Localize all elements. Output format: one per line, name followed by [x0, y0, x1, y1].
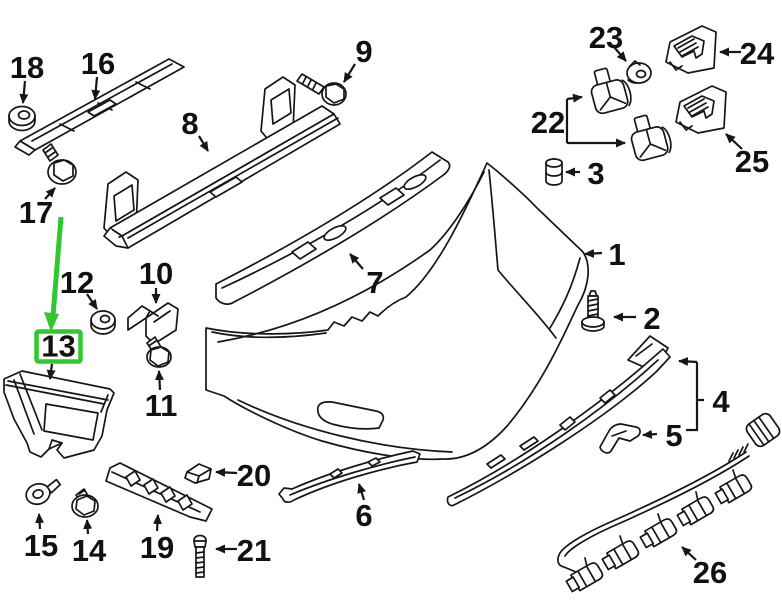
part-sensor-bracket-24: [665, 25, 717, 74]
part-bracket-10: [127, 302, 179, 345]
svg-text:3: 3: [587, 156, 604, 191]
svg-text:6: 6: [355, 498, 372, 533]
svg-text:15: 15: [24, 528, 58, 563]
svg-text:16: 16: [81, 46, 115, 81]
part-park-sensor-b: [630, 114, 672, 162]
callout-3[interactable]: 3: [565, 156, 605, 191]
svg-text:19: 19: [140, 530, 174, 565]
part-bumper-cover: [205, 162, 589, 461]
part-wiring-harness: [557, 412, 781, 593]
callout-22[interactable]: 22: [531, 93, 626, 148]
callout-21[interactable]: 21: [215, 533, 271, 568]
svg-text:14: 14: [72, 533, 107, 568]
callout-10[interactable]: 10: [139, 256, 173, 304]
part-nut-18: [8, 105, 36, 132]
svg-text:21: 21: [237, 533, 271, 568]
part-lower-valance-4: [446, 335, 671, 507]
callout-15[interactable]: 15: [24, 513, 58, 563]
svg-text:1: 1: [608, 237, 625, 272]
part-grommet-23: [626, 60, 652, 84]
part-impact-rail: [14, 58, 185, 156]
part-spacer-3: [545, 158, 563, 186]
svg-text:20: 20: [237, 458, 271, 493]
part-bumper-reinforcement: [103, 76, 341, 249]
callout-23[interactable]: 23: [589, 20, 627, 62]
callout-9[interactable]: 9: [343, 34, 373, 83]
callout-7[interactable]: 7: [349, 253, 384, 300]
callout-8[interactable]: 8: [181, 106, 209, 152]
callout-1[interactable]: 1: [584, 237, 626, 272]
svg-text:26: 26: [693, 555, 727, 590]
part-screw-2: [581, 290, 605, 332]
svg-text:9: 9: [355, 34, 372, 69]
part-bolt-21: [193, 534, 207, 578]
svg-text:2: 2: [643, 301, 660, 336]
svg-text:24: 24: [740, 36, 775, 71]
part-screw-11: [146, 336, 172, 368]
svg-text:7: 7: [366, 265, 383, 300]
part-lower-strip-6: [278, 450, 421, 503]
callout-2[interactable]: 2: [613, 301, 661, 336]
svg-text:5: 5: [665, 418, 682, 453]
svg-text:17: 17: [19, 195, 53, 230]
part-clip-20: [184, 463, 212, 484]
svg-text:11: 11: [145, 388, 178, 423]
part-screw-17: [42, 143, 77, 185]
callout-6[interactable]: 6: [355, 483, 373, 533]
svg-text:22: 22: [531, 105, 565, 140]
part-bolt-9: [296, 73, 347, 106]
part-park-sensor-a: [590, 67, 632, 115]
svg-text:25: 25: [735, 144, 769, 179]
svg-text:8: 8: [181, 106, 198, 141]
part-side-bracket-13: [3, 370, 115, 459]
part-clip-5: [599, 423, 641, 454]
svg-text:13: 13: [41, 329, 75, 364]
part-rivet-15: [25, 478, 62, 506]
highlight-arrowhead: [44, 312, 59, 332]
part-screw-14: [71, 488, 99, 518]
highlight-box: [34, 329, 83, 364]
callout-13 selected-callout[interactable]: 13: [34, 329, 83, 380]
callout-19[interactable]: 19: [140, 514, 174, 565]
part-license-bracket: [105, 462, 213, 522]
highlight-selection: [44, 216, 64, 332]
callout-24[interactable]: 24: [719, 36, 775, 71]
svg-text:10: 10: [139, 256, 173, 291]
callout-11[interactable]: 11: [145, 370, 178, 423]
svg-text:4: 4: [712, 384, 730, 419]
callout-12[interactable]: 12: [60, 265, 98, 310]
callout-26[interactable]: 26: [681, 546, 727, 590]
svg-text:12: 12: [60, 265, 94, 300]
callout-18[interactable]: 18: [10, 50, 44, 104]
callout-25[interactable]: 25: [725, 133, 769, 179]
svg-text:23: 23: [589, 20, 623, 55]
callout-4[interactable]: 4: [678, 357, 730, 432]
highlight-arrow: [50, 216, 64, 317]
callout-14[interactable]: 14: [72, 519, 107, 568]
callout-16[interactable]: 16: [81, 46, 115, 100]
callout-17[interactable]: 17: [19, 187, 56, 230]
callout-20[interactable]: 20: [215, 458, 271, 493]
part-sensor-bracket-25: [675, 85, 727, 134]
callout-5[interactable]: 5: [642, 418, 683, 453]
part-energy-absorber: [215, 151, 451, 305]
part-nut-12: [90, 310, 116, 335]
svg-text:18: 18: [10, 50, 44, 85]
